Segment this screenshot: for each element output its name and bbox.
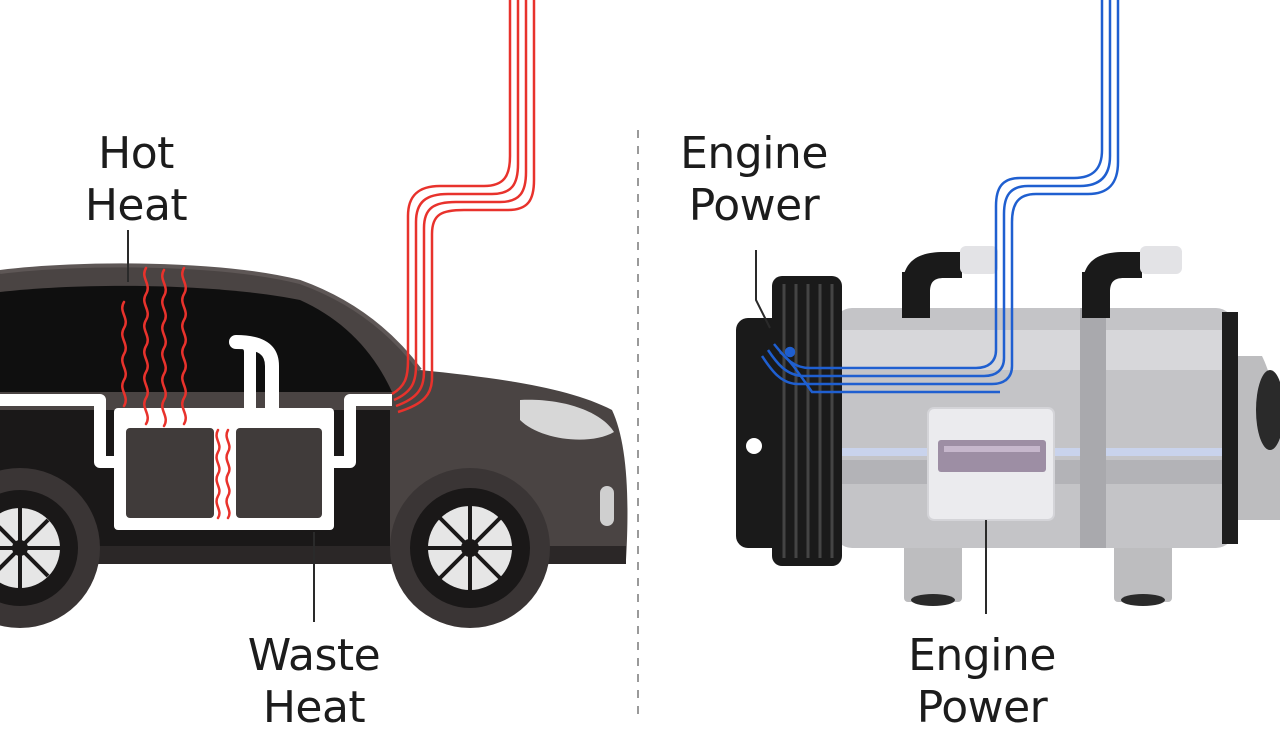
engine-power-top-label: Engine Power	[664, 128, 844, 232]
hot-heat-label: Hot Heat	[66, 128, 206, 232]
engine-power-bottom-line-1: Engine	[908, 630, 1056, 681]
intake-pipe	[229, 335, 279, 417]
heat-waves	[121, 266, 231, 520]
engine-block-right	[236, 428, 322, 518]
car-bumper-light	[600, 486, 614, 526]
compressor-band	[1080, 308, 1106, 548]
car-headlight	[520, 399, 614, 440]
power-input-lines	[760, 0, 1120, 394]
waste-heat-line-2: Heat	[262, 682, 366, 733]
waste-heat-line-1: Waste	[247, 630, 381, 681]
car-window	[0, 285, 392, 392]
engine-block-left	[126, 428, 214, 518]
clutch-bolt	[746, 438, 762, 454]
waste-heat-label: Waste Heat	[232, 630, 396, 734]
engine-power-bottom-line-2: Power	[916, 682, 1048, 733]
engine-power-bottom-label: Engine Power	[892, 630, 1072, 734]
heat-output-lines	[391, 0, 536, 414]
engine-power-top-line-1: Engine	[680, 128, 828, 179]
engine-power-top-line-2: Power	[688, 180, 820, 231]
fitting-1	[902, 246, 998, 318]
hot-heat-line-1: Hot	[98, 128, 174, 179]
compressor-illustration	[736, 0, 1280, 614]
fitting-2	[1082, 246, 1182, 318]
engine-power-top-leader	[755, 250, 771, 329]
hot-heat-line-2: Heat	[84, 180, 188, 231]
front-wheel	[390, 468, 550, 628]
compressor-rear-cap	[1222, 312, 1238, 544]
car-illustration	[0, 0, 628, 628]
rear-wheel	[0, 468, 100, 628]
car-roof-edge	[0, 263, 422, 372]
pulley-grooves	[782, 284, 834, 558]
